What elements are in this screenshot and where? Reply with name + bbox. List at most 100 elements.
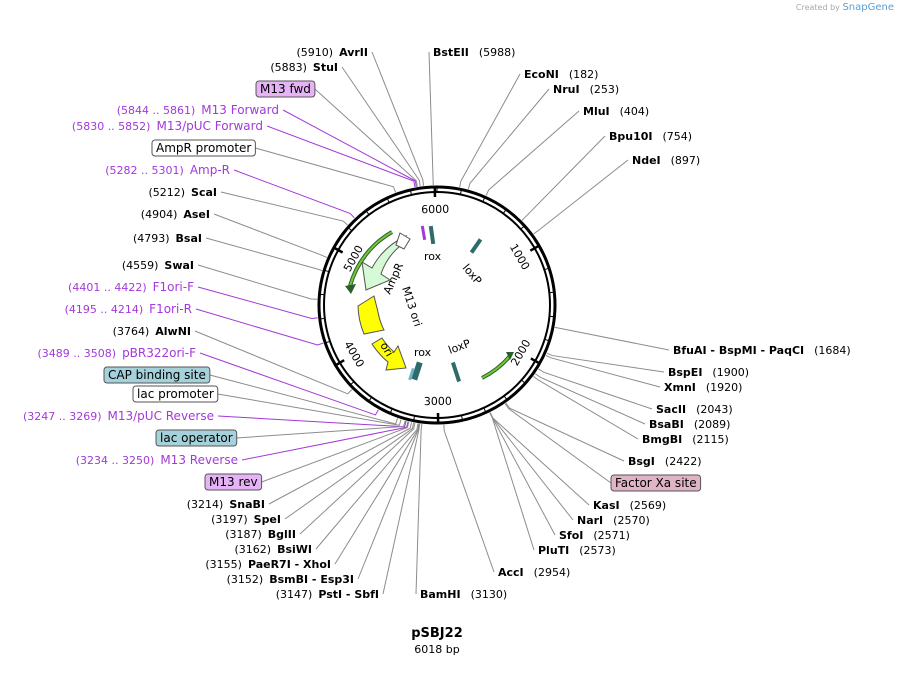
primer-label[interactable]: M13/pUC Forward(5830 .. 5852) — [72, 119, 263, 133]
enzyme-label-right[interactable]: BamHI(3130) — [420, 588, 507, 601]
backbone-inner-strand — [323, 191, 551, 419]
feature-box — [255, 80, 316, 98]
feature-box — [155, 429, 238, 447]
enzyme-position: (5212) — [148, 186, 185, 199]
enzyme-position: (2570) — [613, 514, 650, 527]
primer-name: M13 Reverse — [160, 453, 238, 467]
enzyme-label-right[interactable]: NarI(2570) — [577, 514, 650, 527]
enzyme-label-left[interactable]: AlwNI(3764) — [113, 325, 191, 338]
leader-line — [535, 373, 646, 425]
loxp-site-bottom — [451, 361, 461, 383]
feature-box-label[interactable]: lac promoter — [132, 385, 219, 403]
leader-line — [459, 73, 521, 188]
enzyme-label-right[interactable]: MluI(404) — [583, 105, 649, 118]
primer-label[interactable]: M13 Forward(5844 .. 5861) — [117, 103, 279, 117]
primer-name: pBR322ori-F — [122, 346, 196, 360]
enzyme-label-right[interactable]: EcoNI(182) — [524, 68, 598, 81]
leader-line — [209, 374, 399, 425]
enzyme-name: BstEII — [433, 46, 469, 59]
enzyme-position: (2089) — [694, 418, 731, 431]
ori-arrow — [371, 337, 407, 371]
enzyme-label-right[interactable]: BstEII(5988) — [433, 46, 515, 59]
enzyme-name: SwaI — [164, 259, 194, 272]
enzyme-position: (2571) — [593, 529, 630, 542]
feature-box-label[interactable]: M13 rev — [204, 473, 263, 491]
primer-label[interactable]: M13 Reverse(3234 .. 3250) — [76, 453, 238, 467]
enzyme-label-right[interactable]: NdeI(897) — [632, 154, 700, 167]
tick-mark — [544, 267, 551, 271]
primer-label[interactable]: Amp-R(5282 .. 5301) — [105, 163, 230, 177]
leader-line — [485, 110, 580, 196]
primer-name: M13/pUC Reverse — [108, 409, 215, 423]
leader-line — [521, 135, 606, 221]
enzyme-label-left[interactable]: BsiWI(3162) — [234, 543, 312, 556]
enzyme-label-left[interactable]: PaeR7I - XhoI(3155) — [205, 558, 331, 571]
leader-line — [205, 237, 323, 271]
enzyme-label-right[interactable]: SfoI(2571) — [559, 529, 630, 542]
enzyme-label-left[interactable]: AvrII(5910) — [297, 46, 368, 59]
credit-prefix: Created by — [795, 3, 840, 12]
leader-line — [357, 423, 420, 580]
leader-line — [314, 88, 418, 187]
enzyme-label-left[interactable]: SpeI(3197) — [211, 513, 281, 526]
primer-name: F1ori-R — [149, 302, 192, 316]
enzyme-label-right[interactable]: BspEI(1900) — [668, 366, 749, 379]
enzyme-label-right[interactable]: BmgBI (2115) — [642, 433, 729, 446]
leader-line — [315, 423, 419, 550]
enzyme-label-right[interactable]: BsgI(2422) — [628, 455, 701, 468]
enzyme-name: BsaI — [176, 232, 202, 245]
enzyme-label-right[interactable]: SacII(2043) — [656, 403, 733, 416]
enzyme-name: EcoNI — [524, 68, 559, 81]
enzyme-label-right[interactable]: NruI(253) — [553, 83, 619, 96]
tick-mark — [459, 188, 463, 195]
enzyme-label-left[interactable]: BsmBI - Esp3I(3152) — [227, 573, 354, 586]
enzyme-label-right[interactable]: XmnI(1920) — [664, 381, 742, 394]
leader-line — [382, 423, 421, 595]
primer-label[interactable]: M13/pUC Reverse(3247 .. 3269) — [23, 409, 214, 423]
enzyme-label-right[interactable]: AccI(2954) — [498, 566, 570, 579]
enzyme-label-left[interactable]: BsaI(4793) — [133, 232, 202, 245]
leader-line — [428, 51, 434, 186]
leader-line — [467, 88, 550, 190]
enzyme-position: (2115) — [692, 433, 729, 446]
leader-line — [505, 402, 625, 462]
enzyme-name: BmgBI — [642, 433, 682, 446]
feature-box-label[interactable]: AmpR promoter — [151, 139, 256, 157]
enzyme-position: (897) — [671, 154, 701, 167]
enzyme-label-left[interactable]: StuI(5883) — [270, 61, 338, 74]
tick-mark — [544, 338, 551, 342]
enzyme-label-left[interactable]: BglII(3187) — [225, 528, 296, 541]
tick-mark — [483, 407, 487, 414]
enzyme-label-left[interactable]: SnaBI(3214) — [187, 498, 265, 511]
leader-line — [261, 421, 410, 483]
enzyme-label-right[interactable]: PluTI(2573) — [538, 544, 616, 557]
primer-label[interactable]: F1ori-R(4195 .. 4214) — [65, 302, 192, 316]
feature-box-label[interactable]: Factor Xa site — [610, 474, 702, 492]
enzyme-label-right[interactable]: KasI(2569) — [593, 499, 666, 512]
enzyme-label-right[interactable]: BsaBI(2089) — [649, 418, 730, 431]
enzyme-label-left[interactable]: PstI - SbfI(3147) — [276, 588, 379, 601]
enzyme-name: KasI — [593, 499, 620, 512]
primer-range: (4401 .. 4422) — [68, 281, 147, 294]
enzyme-position: (253) — [590, 83, 620, 96]
enzyme-label-right[interactable]: BfuAI - BspMI - PaqCI(1684) — [673, 344, 851, 357]
primer-label[interactable]: pBR322ori-F(3489 .. 3508) — [38, 346, 197, 360]
leader-line — [284, 422, 415, 520]
feature-box-label[interactable]: lac operator — [155, 429, 238, 447]
feature-box-label[interactable]: CAP binding site — [103, 366, 211, 384]
leader-line — [299, 422, 416, 535]
leader-line — [236, 420, 406, 439]
tick-mark — [529, 244, 541, 252]
enzyme-label-left[interactable]: ScaI(5212) — [148, 186, 217, 199]
primer-range: (5844 .. 5861) — [117, 104, 196, 117]
feature-box-text: CAP binding site — [108, 368, 206, 382]
leader-line — [533, 376, 639, 440]
feature-box-label[interactable]: M13 fwd — [255, 80, 316, 98]
enzyme-label-left[interactable]: SwaI(4559) — [122, 259, 194, 272]
primer-label[interactable]: F1ori-F(4401 .. 4422) — [68, 280, 194, 294]
rox-site-top — [428, 225, 436, 245]
enzyme-label-right[interactable]: Bpu10I(754) — [609, 130, 692, 143]
enzyme-label-left[interactable]: AseI(4904) — [141, 208, 210, 221]
